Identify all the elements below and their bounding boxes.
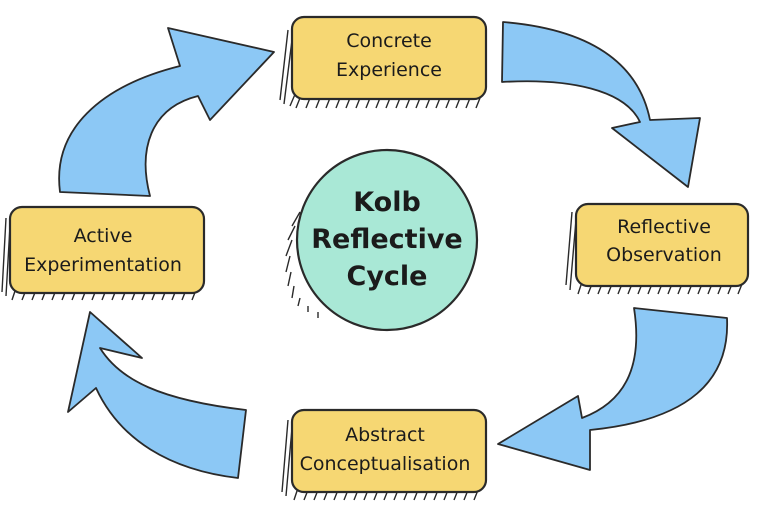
stage-active-experimentation: Active Experimentation <box>1 205 206 301</box>
arrow-active-to-concrete <box>58 27 275 197</box>
stage-concrete-experience: Concrete Experience <box>279 15 488 109</box>
center-label-line2: Reflective <box>311 224 463 255</box>
stage-label-line1: Active <box>74 225 133 247</box>
center-label-line3: Cycle <box>347 261 428 292</box>
stage-abstract-conceptualisation: Abstract Conceptualisation <box>281 408 488 501</box>
box-shadow-hatch <box>281 419 479 501</box>
arrow-concrete-to-reflective <box>501 21 701 188</box>
arrow-reflective-to-abstract <box>497 307 728 471</box>
stage-label-line2: Experience <box>336 59 442 81</box>
stage-box <box>574 202 750 288</box>
stage-label-line2: Experimentation <box>24 254 182 276</box>
stage-label-line2: Conceptualisation <box>300 453 471 475</box>
box-shadow-hatch <box>565 211 743 295</box>
stage-box <box>8 205 206 295</box>
box-shadow-hatch <box>279 29 481 109</box>
stage-box <box>290 408 488 494</box>
center-circle <box>295 148 479 332</box>
center-node-kolb-cycle: Kolb Reflective Cycle <box>285 148 479 332</box>
circle-shadow-hatch <box>285 211 319 318</box>
stage-label-line2: Observation <box>606 244 722 266</box>
box-shadow-hatch <box>1 217 197 301</box>
stage-box <box>290 15 488 101</box>
stage-reflective-observation: Reflective Observation <box>565 202 750 295</box>
stage-label-line1: Concrete <box>346 30 432 52</box>
stage-label-line1: Reflective <box>617 216 711 238</box>
arrow-abstract-to-active <box>67 311 247 479</box>
center-label-line1: Kolb <box>353 187 421 218</box>
stage-label-line1: Abstract <box>345 424 425 446</box>
